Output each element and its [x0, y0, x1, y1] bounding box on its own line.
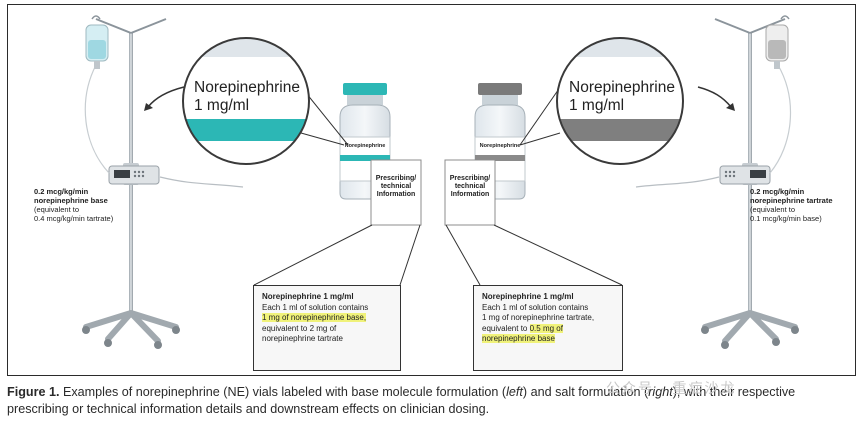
left-info-title: Norepinephrine 1 mg/ml — [262, 292, 354, 301]
right-iv-bag — [765, 24, 789, 69]
right-prescribing-info-box: Norepinephrine 1 mg/ml Each 1 ml of solu… — [473, 285, 623, 371]
right-card-label: Prescribing/ technical Information — [449, 175, 491, 198]
figure-caption: Figure 1. Examples of norepinephrine (NE… — [7, 385, 796, 416]
left-info-card — [370, 159, 422, 226]
left-magnifier-concentration: 1 mg/ml — [194, 97, 250, 114]
illustration — [82, 15, 799, 349]
left-dose-label: 0.2 mcg/kg/min norepinephrine base (equi… — [34, 187, 114, 223]
figure-caption-label: Figure 1. — [7, 385, 60, 399]
right-magnifier-text: Norepinephrine 1 mg/ml — [569, 79, 675, 115]
right-arrow-icon — [697, 86, 732, 108]
left-iv-pole — [82, 15, 244, 349]
left-magnifier-drug: Norepinephrine — [194, 79, 300, 96]
right-magnifier-concentration: 1 mg/ml — [569, 97, 625, 114]
left-prescribing-info-box: Norepinephrine 1 mg/ml Each 1 ml of solu… — [253, 285, 401, 371]
watermark: 公众号 · 重症沙龙 — [606, 380, 737, 396]
right-iv-pole — [635, 15, 799, 349]
right-magnifier-drug: Norepinephrine — [569, 79, 675, 96]
left-magnifier-text: Norepinephrine 1 mg/ml — [194, 79, 300, 115]
right-dose-label: 0.2 mcg/kg/min norepinephrine tartrate (… — [750, 187, 833, 223]
left-vial-label: Norepinephrine — [344, 143, 386, 149]
right-info-title: Norepinephrine 1 mg/ml — [482, 292, 574, 301]
right-vial-label: Norepinephrine — [479, 143, 521, 149]
left-arrow-icon — [147, 86, 185, 108]
figure-panel: Norepinephrine 1 mg/ml Norepinephrine 1 … — [7, 4, 856, 376]
left-card-label: Prescribing/ technical Information — [375, 175, 417, 198]
right-info-card — [444, 159, 496, 226]
left-iv-bag — [85, 24, 109, 69]
right-info-highlight-1: 0.5 mg of — [529, 323, 563, 333]
right-info-highlight-2: norepinephrine base — [482, 334, 555, 343]
left-info-highlight: 1 mg of norepinephrine base, — [262, 313, 367, 322]
